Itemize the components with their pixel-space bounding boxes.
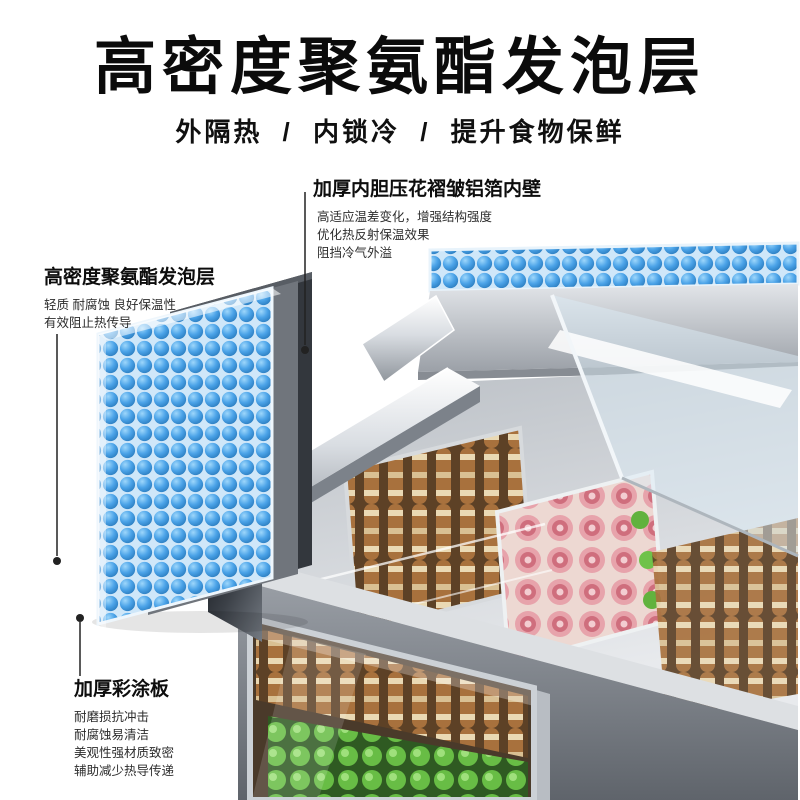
garnish [631, 511, 649, 529]
callout-inner-liner: 加厚内胆压花褶皱铝箔内壁 高适应温差变化，增强结构强度 优化热反射保温效果 阻挡… [313, 174, 541, 262]
glass-door [548, 294, 799, 558]
front-display-window [247, 614, 537, 800]
wire-rack [284, 522, 546, 590]
callout-foam-layer-title: 高密度聚氨酯发泡层 [44, 267, 216, 288]
callout-coated-panel-line: 美观性强材质致密 [74, 746, 175, 760]
callout-coated-panel-line: 辅助减少热导传递 [74, 764, 175, 778]
skewer-tray-right [652, 518, 798, 718]
leader-dot-inner-liner [301, 346, 309, 354]
callout-coated-panel-line: 耐腐蚀易清洁 [74, 728, 150, 742]
callout-connectors [53, 192, 309, 676]
leader-dot-foam [53, 557, 61, 565]
callout-inner-liner-line: 优化热反射保温效果 [317, 228, 430, 242]
callout-coated-panel-line: 耐磨损抗冲击 [74, 710, 150, 724]
corner-bracket [360, 294, 455, 384]
callout-coated-panel-title: 加厚彩涂板 [74, 679, 170, 700]
page-subtitle: 外隔热 / 内锁冷 / 提升食物保鲜 [175, 117, 625, 147]
callout-inner-liner-line: 高适应温差变化，增强结构强度 [317, 210, 493, 224]
leader-dot-coated [76, 614, 84, 622]
top-opening-food [284, 425, 798, 718]
foam-bead-panel [96, 286, 274, 626]
callout-foam-layer-line: 轻质 耐腐蚀 良好保温性 [44, 298, 176, 312]
callout-inner-liner-line: 阻挡冷气外溢 [317, 246, 393, 260]
page-title: 高密度聚氨酯发泡层 [93, 33, 706, 102]
callout-coated-panel: 加厚彩涂板 耐磨损抗冲击 耐腐蚀易清洁 美观性强材质致密 辅助减少热导传递 [74, 674, 174, 780]
foam-panel-exploded [92, 272, 312, 633]
panel-shadow [92, 611, 308, 633]
callout-inner-liner-title: 加厚内胆压花褶皱铝箔内壁 [313, 179, 542, 200]
callout-foam-layer: 高密度聚氨酯发泡层 轻质 耐腐蚀 良好保温性 有效阻止热传导 [44, 262, 215, 332]
callout-foam-layer-line: 有效阻止热传导 [44, 316, 132, 330]
